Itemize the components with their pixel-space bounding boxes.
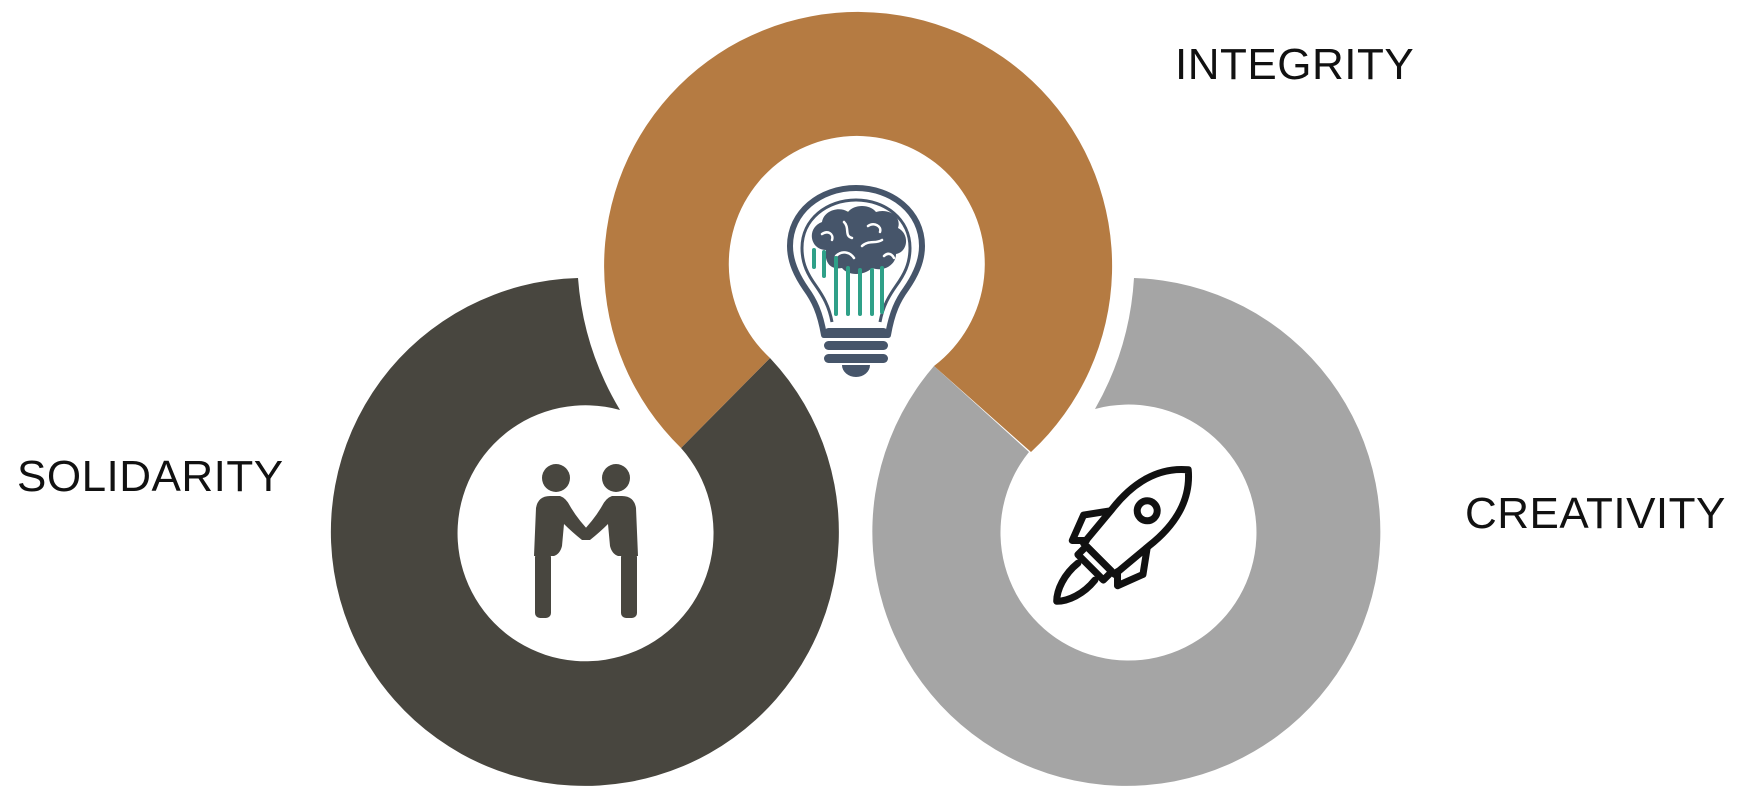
solidarity-label: SOLIDARITY: [17, 452, 284, 501]
integrity-ring: [604, 11, 1113, 452]
rocket-icon: [1053, 466, 1192, 605]
creativity-ring: [872, 278, 1381, 786]
solidarity-ring: [330, 278, 839, 786]
handshake-people-icon: [534, 464, 638, 618]
creativity-label: CREATIVITY: [1465, 489, 1726, 538]
lightbulb-brain-icon: [787, 185, 925, 377]
integrity-label: INTEGRITY: [1175, 40, 1415, 89]
